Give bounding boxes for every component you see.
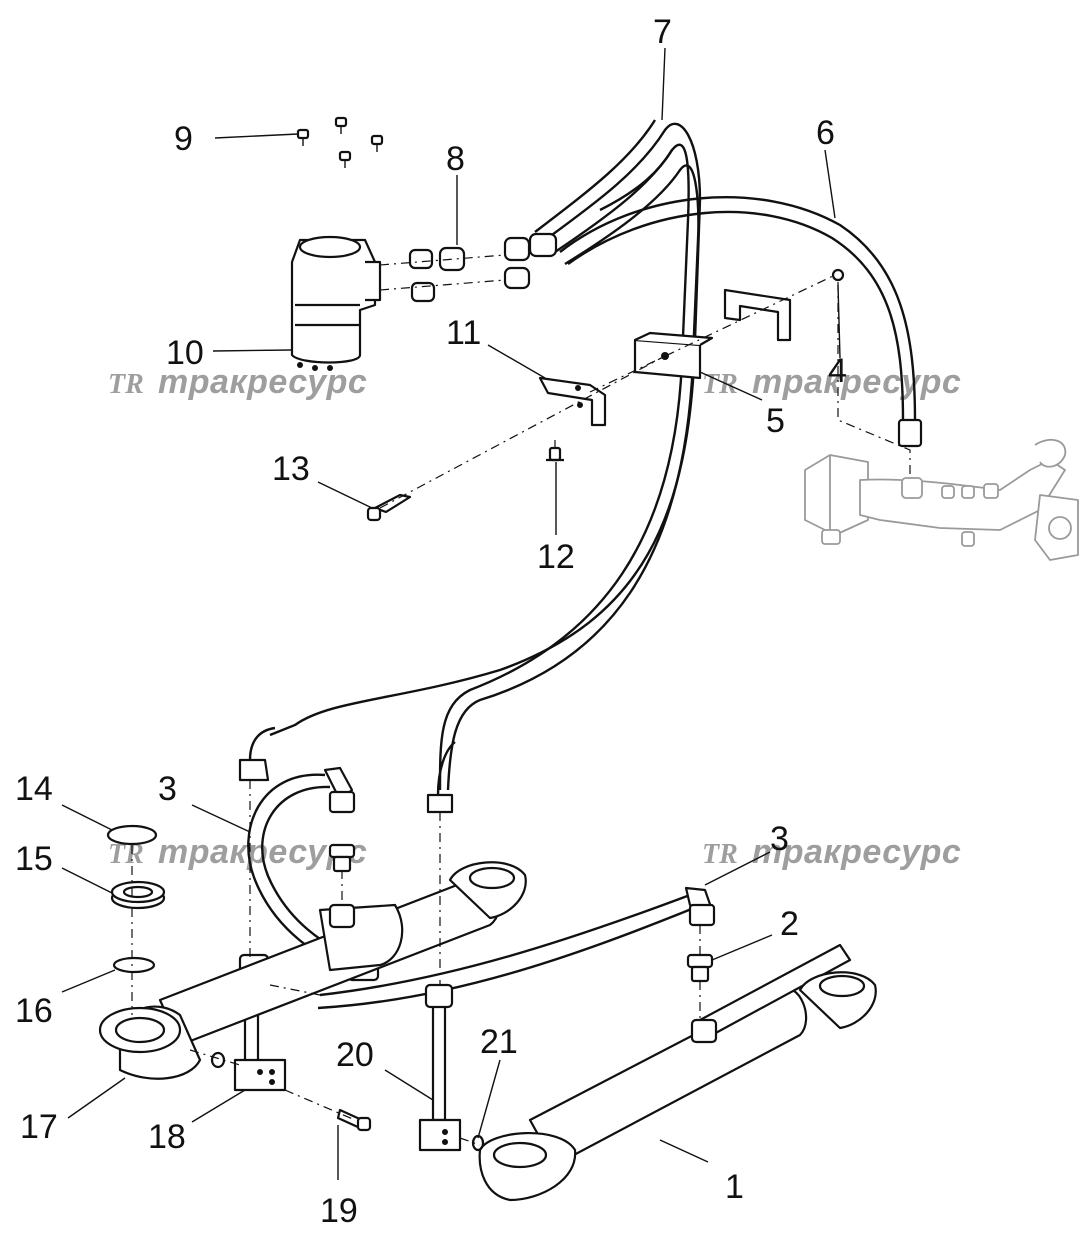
hose-bundle-7 (269, 119, 702, 791)
callout-labels: 1 2 3 3 4 5 6 7 8 9 10 11 12 13 14 15 16… (15, 13, 847, 1230)
clamp-5 (633, 331, 714, 380)
callout-9: 9 (174, 120, 193, 158)
assembly-lines (131, 254, 911, 1146)
callout-11: 11 (446, 314, 481, 352)
callout-3-right: 3 (770, 820, 789, 858)
callout-13: 13 (272, 450, 310, 488)
callout-20: 20 (336, 1036, 374, 1074)
hose-3-right-long (317, 886, 716, 1010)
fitting-3-left (328, 843, 356, 873)
callout-17: 17 (20, 1108, 58, 1146)
watermark-logo: TR (702, 369, 738, 400)
hose-end-fittings (238, 726, 456, 814)
steering-valve-10 (290, 235, 382, 371)
watermark-logo: TR (702, 839, 738, 870)
callout-8: 8 (446, 140, 465, 178)
seal-15 (110, 880, 166, 910)
callout-14: 14 (15, 770, 53, 808)
callout-5: 5 (766, 402, 785, 440)
callout-15: 15 (15, 840, 53, 878)
callout-2: 2 (780, 905, 799, 943)
bolt-19 (336, 1108, 372, 1132)
watermark-mid-left: TR тракресурс (108, 833, 367, 871)
callout-21: 21 (480, 1023, 518, 1061)
bracket-4 (723, 268, 845, 342)
hose-6 (559, 196, 923, 448)
callout-7: 7 (653, 13, 672, 51)
callout-10: 10 (166, 334, 204, 372)
watermark-text: тракресурс (752, 363, 961, 401)
cylinder-front (478, 943, 877, 1202)
callout-4: 4 (828, 352, 847, 390)
callout-12: 12 (537, 538, 575, 576)
fittings-8 (408, 232, 558, 303)
ring-16 (112, 956, 156, 974)
callout-1: 1 (725, 1168, 744, 1206)
ring-14 (106, 824, 158, 846)
callout-3-left: 3 (158, 770, 177, 808)
bracket-11 (538, 376, 607, 427)
watermark-mid-right: TR тракресурс (702, 833, 961, 871)
axle-housing-ghost (804, 438, 1079, 561)
bolt-13 (366, 493, 412, 522)
cylinder-rear (98, 861, 527, 1080)
watermark-text: тракресурс (752, 833, 961, 871)
callout-18: 18 (148, 1118, 186, 1156)
watermark-top-right: TR тракресурс (702, 363, 961, 401)
leader-lines (61, 47, 841, 1180)
bolt-12 (546, 446, 564, 462)
bolts-9 (296, 116, 384, 168)
fitting-2 (686, 953, 714, 983)
pipe-20 (418, 983, 462, 1152)
washer-18 (210, 1051, 226, 1069)
callout-16: 16 (15, 992, 53, 1030)
callout-6: 6 (816, 114, 835, 152)
callout-19: 19 (320, 1192, 358, 1230)
watermark-logo: TR (108, 369, 144, 400)
